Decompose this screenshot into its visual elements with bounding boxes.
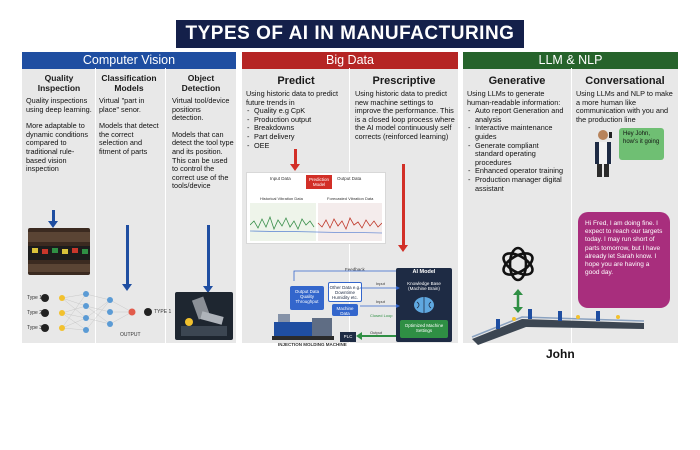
- loop-connectors: [356, 286, 400, 340]
- llm-double-arrow: [513, 289, 523, 313]
- person-fred-icon: [594, 130, 612, 177]
- object-detection-text: Virtual tool/device positions detection.…: [172, 96, 234, 191]
- nn-type-icons: [41, 294, 49, 332]
- llm-divider: [571, 68, 572, 343]
- speech-bubble-big: [578, 212, 670, 308]
- generative-list: Auto report Generation and analysis Inte…: [467, 106, 569, 193]
- production-line-robots: [496, 309, 600, 329]
- chart-input-label: Input Data: [270, 176, 291, 181]
- object-detection-p1: Virtual tool/device positions detection.: [172, 96, 230, 123]
- predict-item: Production output: [246, 115, 346, 125]
- feedback-line: [293, 270, 400, 281]
- ai-model-label: AI Model: [412, 269, 436, 275]
- prescriptive-title: Prescriptive: [372, 75, 436, 87]
- generative-item: Generate compliant standard operating pr…: [467, 141, 569, 168]
- speech-bubble-big-text: Hi Fred, I am doing fine. I expect to re…: [585, 220, 663, 277]
- nn-label-typ: TYPE 1: [154, 309, 172, 315]
- output-data-box: Output Data Quality Throughput: [290, 286, 324, 310]
- nn-label-output: OUTPUT: [120, 332, 141, 338]
- generative-item: Production manager digital assistant: [467, 175, 569, 193]
- quality-inspection-text: Quality inspections using deep learning.…: [26, 96, 92, 174]
- chart-forecast-label: Forecasted Vibration Data: [327, 196, 374, 201]
- predict-list: Quality e.g CpK Production output Breakd…: [246, 107, 346, 150]
- speech-bubble-small: [619, 128, 664, 160]
- conversational-title: Conversational: [585, 75, 665, 87]
- predict-text: Using historic data to predict future tr…: [246, 89, 346, 150]
- production-line-image: [471, 309, 645, 345]
- predict-item: OEE: [246, 141, 346, 151]
- injection-molding-machine-icon: [272, 314, 334, 340]
- predict-arrow: [290, 149, 300, 171]
- classification-models-text: Virtual "part in place" senor. Models th…: [99, 96, 163, 157]
- section-llm-nlp: LLM & NLP: [463, 52, 678, 69]
- chart-historical-label: Historical Vibration Data: [260, 196, 303, 201]
- generative-item: Interactive maintenance guides: [467, 124, 569, 141]
- quality-inspection-p2: More adaptable to dynamic conditions com…: [26, 121, 89, 174]
- prediction-model-box: Prediction Model: [306, 175, 332, 189]
- conveyor-photo: [28, 228, 90, 275]
- vibration-plot: [250, 203, 382, 241]
- chart-output-label: Output Data: [337, 176, 362, 181]
- quality-inspection-p1: Quality inspections using deep learning.: [26, 96, 92, 114]
- loop-input-label-1: Input: [376, 281, 385, 286]
- cv-divider-1: [95, 68, 96, 343]
- neural-network-diagram: [41, 291, 152, 333]
- classification-p2: Models that detect the correct selection…: [99, 121, 159, 156]
- object-detection-title: Object Detection: [181, 73, 221, 93]
- nn-label-type1: Type 1: [27, 295, 43, 301]
- conveyor-parts: [32, 248, 88, 254]
- plc-box: PLC: [340, 332, 356, 342]
- loop-feedback-label: Feedback: [345, 267, 365, 272]
- loop-input-label-2: Input: [376, 299, 385, 304]
- classification-models-title: Classification Models: [101, 73, 157, 93]
- production-line-workers: [512, 315, 620, 321]
- quality-arrow: [48, 210, 58, 228]
- generative-text: Using LLMs to generate human-readable in…: [467, 89, 569, 193]
- openai-logo-icon: [502, 246, 534, 282]
- trend-line: [250, 230, 382, 234]
- nn-edges: [61, 293, 133, 331]
- other-data-box: Other Data e.g. Downtime Humidity etc.: [328, 282, 362, 302]
- nn-label-type2: Type 2: [27, 310, 43, 316]
- knowledge-base-label: Knowledge Base (Machine Brain): [407, 281, 441, 291]
- predict-item: Part delivery: [246, 132, 346, 142]
- quality-inspection-title: Quality Inspection: [37, 73, 81, 93]
- generative-item: Auto report Generation and analysis: [467, 106, 569, 124]
- brain-icon: [414, 297, 434, 313]
- closed-loop-label: Closed Loop: [370, 313, 393, 318]
- prescriptive-arrow: [398, 164, 408, 252]
- classification-p1: Virtual "part in place" senor.: [99, 96, 145, 114]
- optimized-settings-box: Optimized Machine Settings: [400, 320, 448, 338]
- title-wrap: TYPES OF AI IN MANUFACTURING: [0, 20, 700, 48]
- conversational-text: Using LLMs and NLP to make a more human …: [576, 89, 673, 124]
- historical-series: [250, 215, 315, 231]
- loop-output-label: Output: [370, 330, 383, 335]
- predict-intro: Using historic data to predict future tr…: [246, 89, 339, 107]
- nn-nodes: [59, 291, 152, 333]
- forecast-series: [317, 217, 382, 231]
- imm-label: INJECTION MOLDING MACHINE: [278, 342, 347, 347]
- predict-item: Quality e.g CpK: [246, 107, 346, 116]
- generative-item: Enhanced operator training: [467, 167, 569, 176]
- machine-data-box: Machine Data: [332, 304, 358, 316]
- generative-intro: Using LLMs to generate human-readable in…: [467, 89, 561, 107]
- cv-divider-2: [165, 68, 166, 343]
- object-arrow: [203, 225, 213, 293]
- section-big-data: Big Data: [242, 52, 458, 69]
- nn-label-type3: Type 3: [27, 325, 43, 331]
- predict-item: Breakdowns: [246, 124, 346, 133]
- page-title: TYPES OF AI IN MANUFACTURING: [175, 20, 525, 48]
- prescriptive-text: Using historic data to predict new machi…: [355, 89, 455, 141]
- section-computer-vision: Computer Vision: [22, 52, 236, 69]
- predict-title: Predict: [277, 75, 315, 87]
- classification-arrow: [122, 225, 132, 291]
- object-detection-p2: Models that can detect the tool type and…: [172, 129, 234, 191]
- person-john-label: John: [546, 347, 575, 361]
- robot-arm-photo: [175, 292, 233, 340]
- generative-title: Generative: [488, 75, 546, 87]
- speech-bubble-small-text: Hey John, how's it going: [623, 131, 660, 145]
